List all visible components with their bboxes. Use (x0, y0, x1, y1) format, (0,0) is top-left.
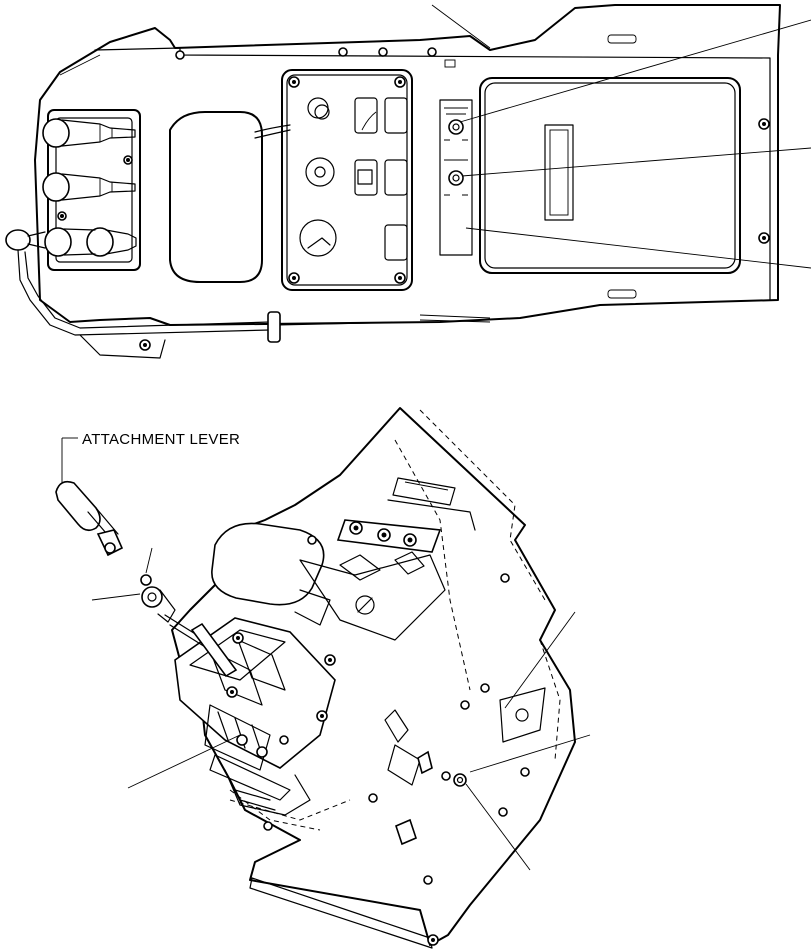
armrest-iso (211, 522, 325, 606)
cover-slot (544, 124, 574, 221)
lever-handle-1 (42, 118, 136, 148)
side-access-plate (499, 687, 546, 743)
attachment-lever-label: ATTACHMENT LEVER (82, 431, 240, 448)
bottom-cover-iso (249, 877, 433, 949)
armrest-pad (169, 111, 263, 283)
attachment-lever-icon (55, 480, 124, 557)
control-label-strip (439, 99, 473, 256)
attachment-lever-callout: ATTACHMENT LEVER (61, 431, 240, 490)
switch-panel (281, 69, 413, 291)
top-console-view (5, 4, 811, 359)
cover-plate (479, 77, 741, 274)
exploded-fastener-stack (395, 750, 467, 846)
lever-handle-2 (42, 172, 136, 202)
lever-pivot-bracket (141, 586, 176, 623)
lever-handle-3 (5, 227, 137, 257)
isometric-exploded-view (55, 407, 591, 949)
